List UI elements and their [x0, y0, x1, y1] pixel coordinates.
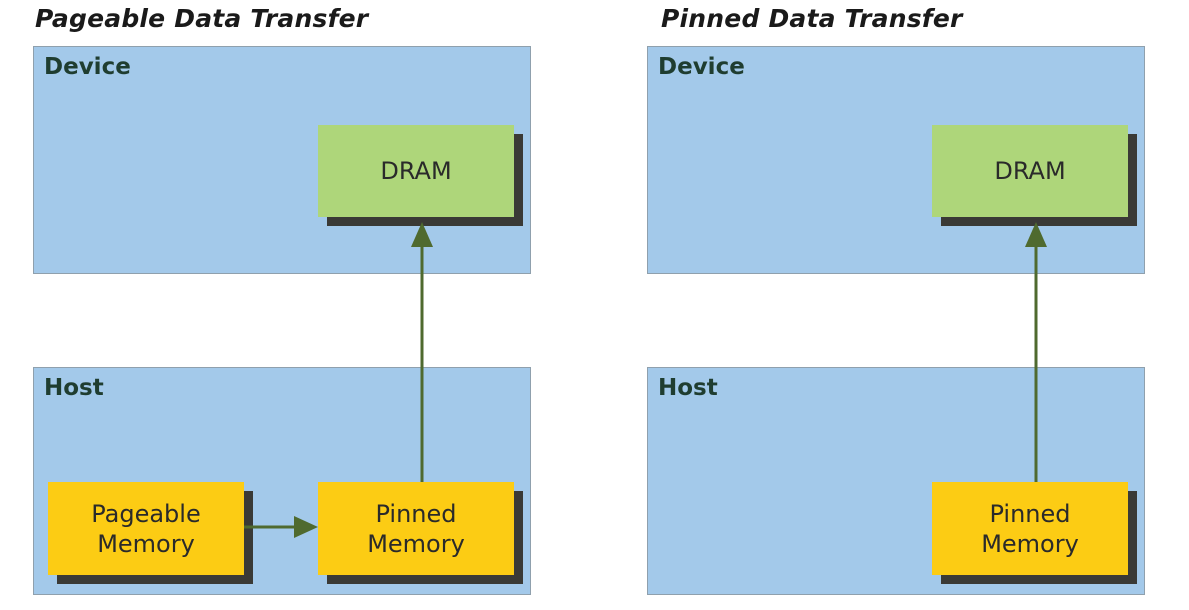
pageable-pinned-memory-box: Pinned Memory — [318, 482, 514, 575]
pageable-pinned-memory-line-1: Pinned — [375, 499, 457, 528]
pageable-memory-line-1: Pageable — [91, 499, 201, 528]
pinned-dram-box: DRAM — [932, 125, 1128, 217]
pinned-host-label: Host — [658, 375, 718, 401]
pinned-pinned-memory-line-1: Pinned — [989, 499, 1071, 528]
pageable-dram-label: DRAM — [380, 157, 452, 185]
pageable-pinned-memory-line-2: Memory — [367, 529, 465, 558]
pinned-pinned-memory-box: Pinned Memory — [932, 482, 1128, 575]
pageable-memory-line-2: Memory — [97, 529, 195, 558]
pageable-device-label: Device — [44, 54, 131, 80]
pinned-pinned-memory-line-2: Memory — [981, 529, 1079, 558]
pageable-host-label: Host — [44, 375, 104, 401]
pageable-transfer-title: Pageable Data Transfer — [35, 4, 369, 33]
pinned-device-region: Device — [647, 46, 1145, 274]
pageable-memory-box: Pageable Memory — [48, 482, 244, 575]
pageable-dram-box: DRAM — [318, 125, 514, 217]
pinned-dram-label: DRAM — [994, 157, 1066, 185]
pinned-device-label: Device — [658, 54, 745, 80]
pinned-transfer-title: Pinned Data Transfer — [661, 4, 963, 33]
